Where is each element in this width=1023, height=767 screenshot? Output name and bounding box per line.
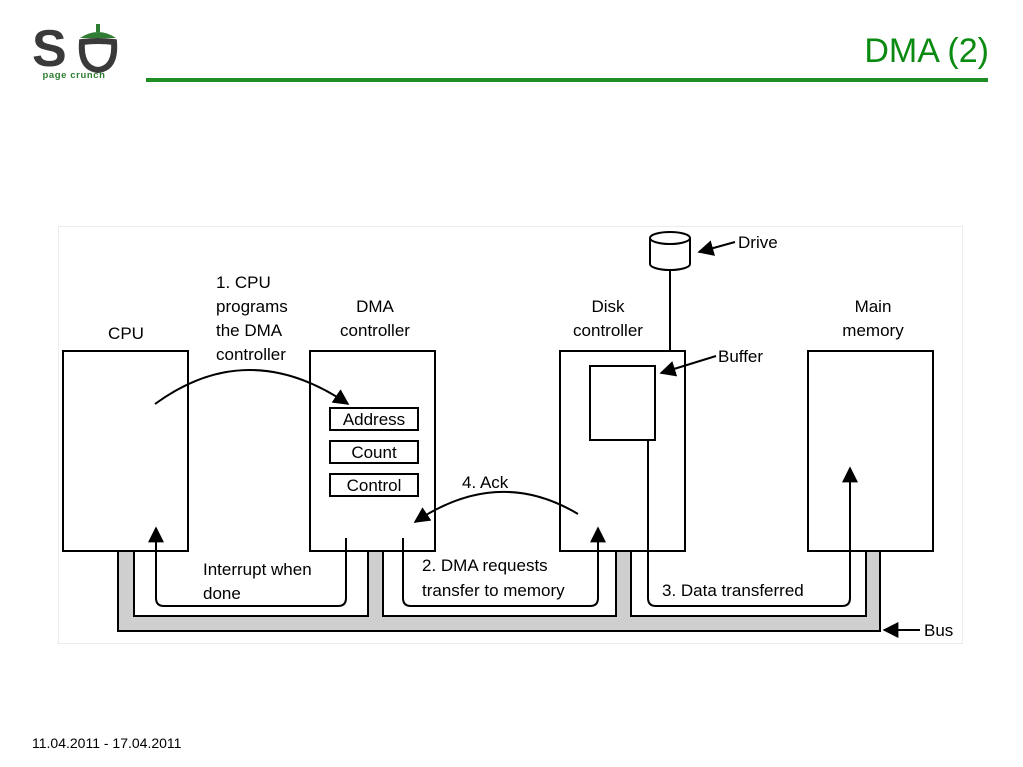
page-crunch-logo: S	[32, 20, 118, 78]
step2-arrow	[402, 526, 606, 607]
step3-arrow	[647, 440, 858, 607]
step4-arrow	[413, 490, 579, 523]
step2-label-2: transfer to memory	[422, 581, 565, 600]
footer-date-range: 11.04.2011 - 17.04.2011	[32, 735, 182, 751]
address-register	[329, 407, 419, 431]
step1-label-2: programs	[216, 297, 288, 316]
step1-label-1: 1. CPU	[216, 273, 271, 292]
buffer-label: Buffer	[718, 347, 763, 366]
drive-icon	[649, 231, 691, 271]
drive-label: Drive	[738, 233, 778, 252]
interrupt-arrow	[148, 526, 347, 607]
dma-diagram: Address Count Control CPU DMA controller…	[58, 226, 963, 644]
main-memory-box	[807, 350, 934, 552]
step1-arrow	[154, 369, 350, 405]
acorn-icon	[78, 38, 118, 74]
disk-controller-label-2: controller	[573, 321, 643, 340]
control-register	[329, 473, 419, 497]
title-divider	[146, 78, 988, 82]
step2-label-1: 2. DMA requests	[422, 556, 548, 575]
cpu-label: CPU	[108, 324, 144, 343]
logo-letter-s: S	[32, 20, 67, 78]
count-register	[329, 440, 419, 464]
dma-controller-label-2: controller	[340, 321, 410, 340]
step4-label: 4. Ack	[462, 473, 509, 492]
step3-label: 3. Data transferred	[662, 581, 804, 600]
count-label: Count	[351, 443, 397, 462]
cpu-box	[62, 350, 189, 552]
slide-title: DMA (2)	[864, 32, 989, 70]
buffer-box	[589, 365, 656, 441]
interrupt-label-2: done	[203, 584, 241, 603]
step1-label-4: controller	[216, 345, 286, 364]
control-label: Control	[347, 476, 402, 495]
address-label: Address	[343, 410, 405, 429]
interrupt-label-1: Interrupt when	[203, 560, 312, 579]
acorn-cap-icon	[80, 32, 116, 38]
step1-label-3: the DMA	[216, 321, 283, 340]
main-memory-label-2: memory	[842, 321, 904, 340]
logo-caption: page crunch	[42, 70, 106, 81]
disk-controller-label-1: Disk	[591, 297, 625, 316]
dma-controller-label-1: DMA	[356, 297, 394, 316]
main-memory-label-1: Main	[855, 297, 892, 316]
bus-label: Bus	[924, 621, 953, 640]
